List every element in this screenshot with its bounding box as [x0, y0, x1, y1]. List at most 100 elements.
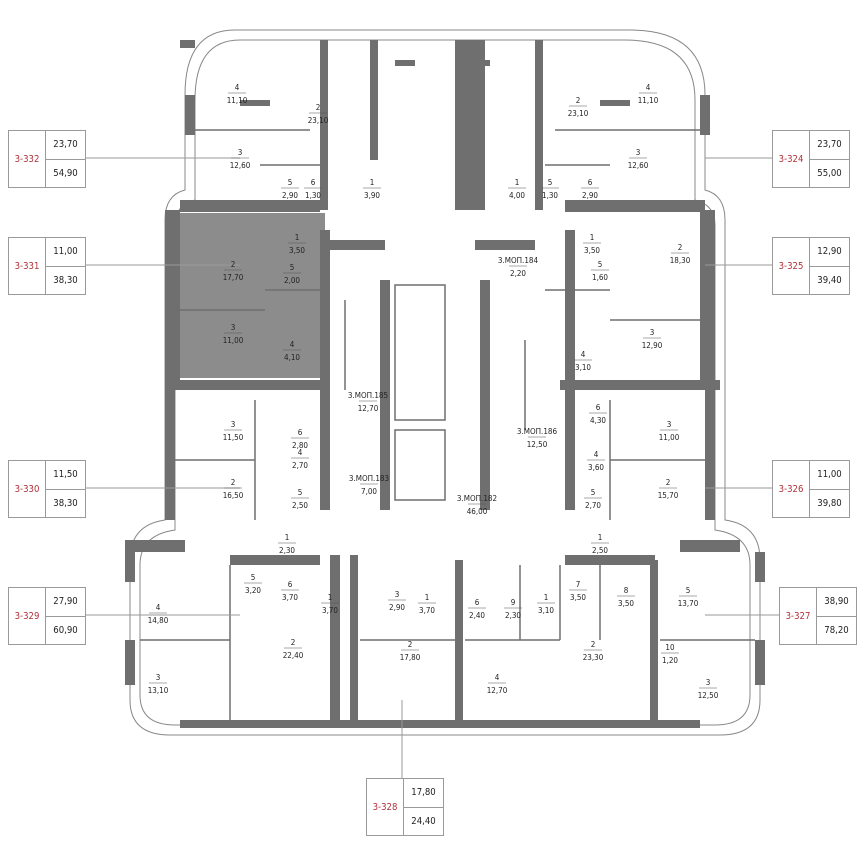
room-label: 312,90 [642, 328, 663, 350]
room-label: 52,90 [281, 178, 299, 200]
room-number: 1 [285, 533, 290, 542]
wall [125, 540, 185, 552]
room-area: 11,10 [227, 96, 248, 105]
room-label: 44,10 [283, 340, 301, 362]
wall [700, 210, 715, 385]
room-label: 73,50 [569, 580, 587, 602]
wall [565, 200, 705, 212]
room-area: 11,00 [659, 433, 680, 442]
unit-id: 3-324 [773, 131, 810, 187]
room-area: 3,50 [618, 599, 634, 608]
room-number: 2 [678, 243, 683, 252]
unit-total-area: 55,00 [817, 167, 842, 179]
room-label: 42,70 [291, 448, 309, 470]
room-label: 61,30 [304, 178, 322, 200]
unit-living-area: 12,90 [810, 238, 849, 267]
room-area: 3,10 [575, 363, 591, 372]
room-number: 3.МОП.183 [349, 474, 389, 483]
room-label: 3.МОП.186 12,50 [517, 427, 558, 449]
room-number: 1 [328, 593, 333, 602]
partitions [140, 129, 755, 720]
wall [755, 640, 765, 685]
room-area: 2,30 [279, 546, 295, 555]
room-label: 513,70 [678, 586, 699, 608]
room-label: 52,00 [283, 263, 301, 285]
room-number: 1 [425, 593, 430, 602]
leader-lines [84, 157, 779, 778]
room-number: 6 [588, 178, 593, 187]
room-number: 10 [665, 643, 675, 652]
room-label: 312,60 [230, 148, 251, 170]
room-area: 15,70 [658, 491, 679, 500]
room-label: 64,30 [589, 403, 607, 425]
room-number: 1 [598, 533, 603, 542]
room-area: 2,30 [505, 611, 521, 620]
wall [565, 230, 575, 510]
room-number: 6 [288, 580, 293, 589]
room-label: 217,70 [223, 260, 244, 282]
room-label: 62,40 [468, 598, 486, 620]
wall [180, 720, 700, 728]
wall [650, 560, 658, 720]
room-area: 12,50 [527, 440, 548, 449]
wall [180, 40, 195, 48]
room-area: 12,90 [642, 341, 663, 350]
room-label: 101,20 [661, 643, 679, 665]
unit-total-area: 39,80 [817, 497, 842, 509]
partition [394, 429, 446, 501]
wall [600, 100, 630, 106]
room-label: 62,80 [291, 428, 309, 450]
room-label: 51,30 [541, 178, 559, 200]
wall [185, 95, 195, 135]
room-number: 2 [231, 260, 236, 269]
room-number: 2 [666, 478, 671, 487]
room-label: 311,00 [659, 420, 680, 442]
room-label: 312,60 [628, 148, 649, 170]
room-number: 6 [311, 178, 316, 187]
room-number: 5 [298, 488, 303, 497]
room-label: 222,40 [283, 638, 304, 660]
room-number: 4 [156, 603, 161, 612]
partition [394, 284, 446, 421]
room-label: 223,10 [568, 96, 589, 118]
room-area: 3,50 [289, 246, 305, 255]
room-area: 14,80 [148, 616, 169, 625]
room-area: 2,90 [582, 191, 598, 200]
room-number: 5 [288, 178, 293, 187]
room-label: 62,90 [581, 178, 599, 200]
room-area: 1,20 [662, 656, 678, 665]
room-label: 215,70 [658, 478, 679, 500]
room-number: 4 [646, 83, 651, 92]
highlighted-unit-3-331[interactable] [180, 213, 325, 378]
unit-living-area: 27,90 [46, 588, 85, 617]
wall [320, 230, 330, 510]
room-label: 414,80 [148, 603, 169, 625]
room-area: 3,90 [364, 191, 380, 200]
room-label: 218,30 [670, 243, 691, 265]
room-number: 3.МОП.186 [517, 427, 558, 436]
room-label: 411,10 [227, 83, 248, 105]
room-label: 312,50 [698, 678, 719, 700]
room-area: 11,00 [223, 336, 244, 345]
room-area: 12,50 [698, 691, 719, 700]
room-number: 4 [235, 83, 240, 92]
unit-id: 3-326 [773, 461, 810, 517]
wall [535, 40, 543, 210]
room-number: 5 [598, 260, 603, 269]
wall [320, 40, 328, 210]
room-number: 3 [238, 148, 243, 157]
unit-living-area: 23,70 [810, 131, 849, 160]
